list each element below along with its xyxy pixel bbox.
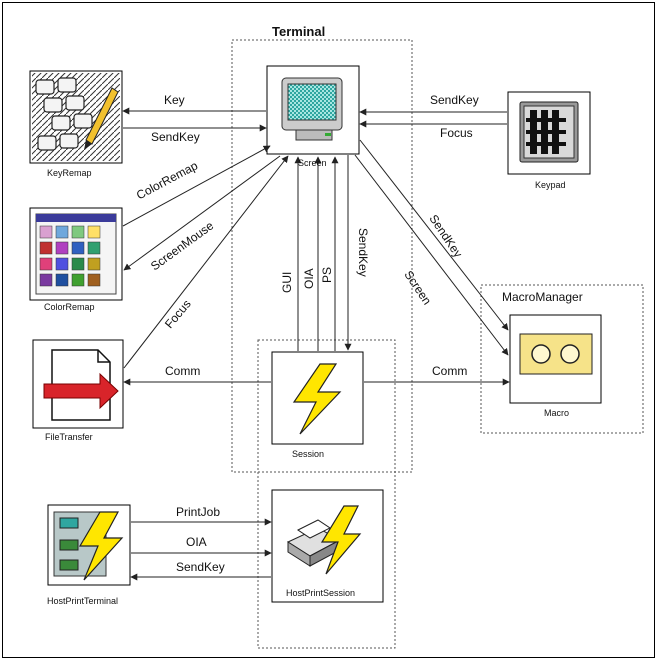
screen-label: Screen [298, 158, 327, 168]
edge-label-sendkey-keypad: SendKey [430, 93, 479, 107]
colorremap-label: ColorRemap [44, 302, 95, 312]
hostprintsession-label: HostPrintSession [286, 588, 356, 598]
edge-label-comm-macro: Comm [432, 364, 468, 378]
edge-screen-macro [354, 154, 509, 356]
colorremap-icon[interactable] [29, 207, 123, 301]
edge-screenmouse [123, 155, 281, 271]
edge-label-oia: OIA [302, 268, 316, 289]
keypad-label: Keypad [535, 180, 566, 190]
edge-label-focus-keypad: Focus [440, 126, 473, 140]
keypad-icon[interactable] [507, 91, 591, 175]
edge-label-sendkey-session: SendKey [356, 228, 370, 277]
edge-label-comm-filetransfer: Comm [165, 364, 201, 378]
edge-label-printjob: PrintJob [176, 505, 221, 519]
hostprintterminal-icon[interactable] [47, 504, 131, 586]
hostprintsession-icon[interactable] [271, 489, 384, 603]
hostprintterminal-label: HostPrintTerminal [47, 596, 119, 606]
edge-sendkey-macro [359, 139, 509, 331]
macro-label: Macro [544, 408, 570, 418]
keyremap-label: KeyRemap [47, 168, 92, 178]
edge-label-oia-print: OIA [186, 535, 207, 549]
edge-focus-filetransfer [123, 155, 289, 369]
terminal-group-title: Terminal [272, 24, 326, 39]
session-label: Session [292, 449, 325, 459]
terminal-group-box [231, 39, 413, 473]
edge-colorremap [122, 145, 271, 227]
edge-label-key: Key [164, 93, 185, 107]
filetransfer-icon[interactable] [32, 339, 124, 429]
edge-label-sendkey-keyremap: SendKey [151, 130, 200, 144]
keyremap-icon[interactable] [29, 70, 123, 164]
macromanager-group-title: MacroManager [502, 290, 583, 304]
session-icon[interactable] [271, 351, 364, 445]
macro-icon[interactable] [509, 314, 602, 404]
edge-label-ps: PS [320, 266, 334, 283]
screen-icon[interactable] [266, 65, 360, 155]
edge-label-sendkey-print: SendKey [176, 560, 225, 574]
session-group-box [257, 339, 396, 649]
edge-label-gui: GUI [280, 271, 294, 293]
macromanager-group-box [480, 284, 644, 434]
filetransfer-label: FileTransfer [45, 432, 93, 442]
